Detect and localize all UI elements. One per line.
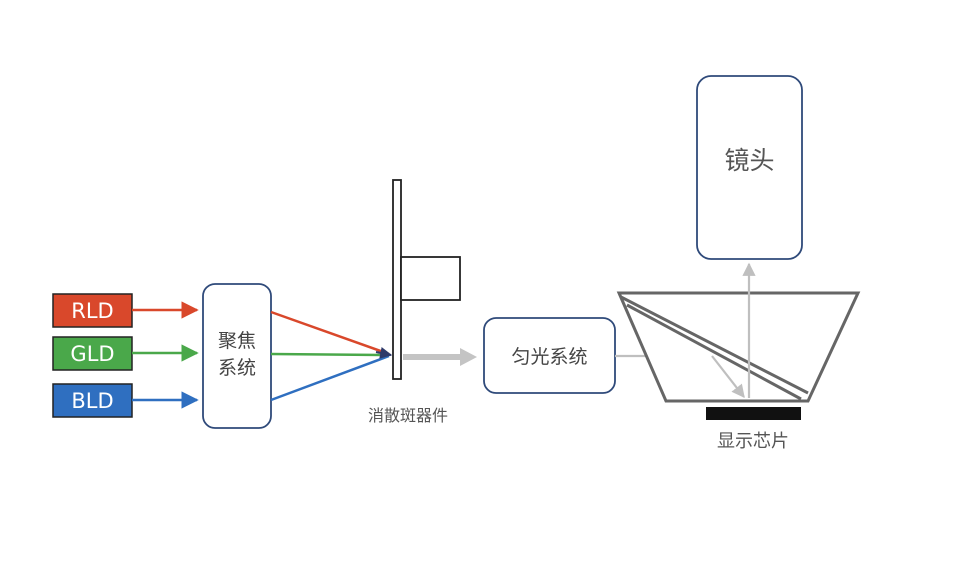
source-gld-box (52, 336, 133, 371)
source-bld-box (52, 383, 133, 418)
green-beam-converge (270, 352, 390, 357)
lens-box (696, 75, 803, 260)
lens: 镜头 (696, 75, 803, 260)
despeckle-plate (392, 179, 402, 380)
focusing-system-label-1: 聚焦 (218, 330, 256, 352)
focusing-system-label-2: 系统 (218, 357, 256, 379)
source-gld: GLD (52, 336, 133, 371)
source-rld-label: RLD (71, 299, 113, 323)
homogenizing-system: 匀光系统 (483, 317, 616, 394)
source-bld: BLD (52, 383, 133, 418)
prism-outline (616, 291, 861, 403)
beam-to-homogenizer-head (460, 348, 477, 366)
red-beam-converge (270, 310, 390, 356)
tir-prism (616, 291, 861, 403)
lens-label: 镜头 (724, 146, 774, 175)
display-chip-bar (706, 407, 801, 420)
source-gld-label: GLD (70, 342, 114, 366)
beam-reflect-down (711, 355, 745, 399)
despeckle-label: 消散斑器件 (368, 406, 448, 425)
homogenizing-system-label: 匀光系统 (511, 346, 587, 368)
focusing-system: 聚焦 系统 (202, 283, 272, 429)
despeckle-motor (400, 256, 461, 301)
display-chip: 显示芯片 (706, 407, 801, 452)
source-rld: RLD (52, 293, 133, 328)
despeckle-device: 消散斑器件 (368, 179, 461, 425)
focusing-system-box (202, 283, 272, 429)
focus-point-arrow (375, 346, 393, 359)
blue-beam-converge (270, 354, 390, 402)
display-chip-label: 显示芯片 (717, 431, 789, 452)
prism-diagonal-b (626, 303, 802, 401)
source-bld-label: BLD (71, 389, 113, 413)
source-rld-box (52, 293, 133, 328)
prism-diagonal-a (620, 295, 809, 395)
